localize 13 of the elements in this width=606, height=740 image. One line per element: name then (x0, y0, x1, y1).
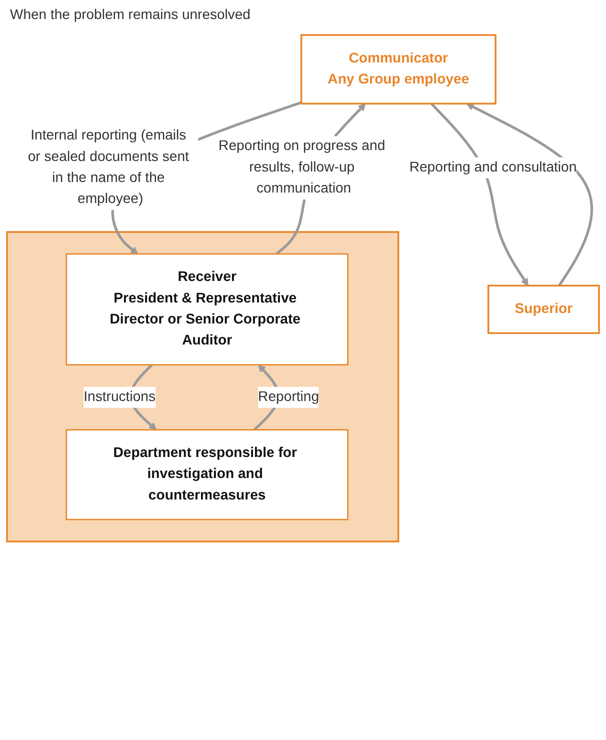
node-box: Communicator Any Group employee (300, 34, 496, 104)
edge-label: Reporting (258, 389, 320, 404)
node-box: Department responsible for investigation and countermeasures (66, 429, 348, 520)
edge-label: Instructions (84, 389, 156, 404)
arrow (466, 103, 594, 286)
node-box: Receiver President & Representative Director or Senior Corporate Auditor (66, 253, 348, 366)
edge-label: Reporting and consultation (409, 160, 577, 175)
node-box: Superior (487, 284, 600, 334)
edge-label: Reporting on progress and results, follow-up communication (218, 138, 386, 196)
note: When the problem remains unresolved (10, 6, 252, 22)
edge-label: Internal reporting (emails or sealed documents sent in the name of the employee) (28, 128, 189, 206)
arrow (430, 102, 528, 286)
cluster (6, 231, 400, 542)
